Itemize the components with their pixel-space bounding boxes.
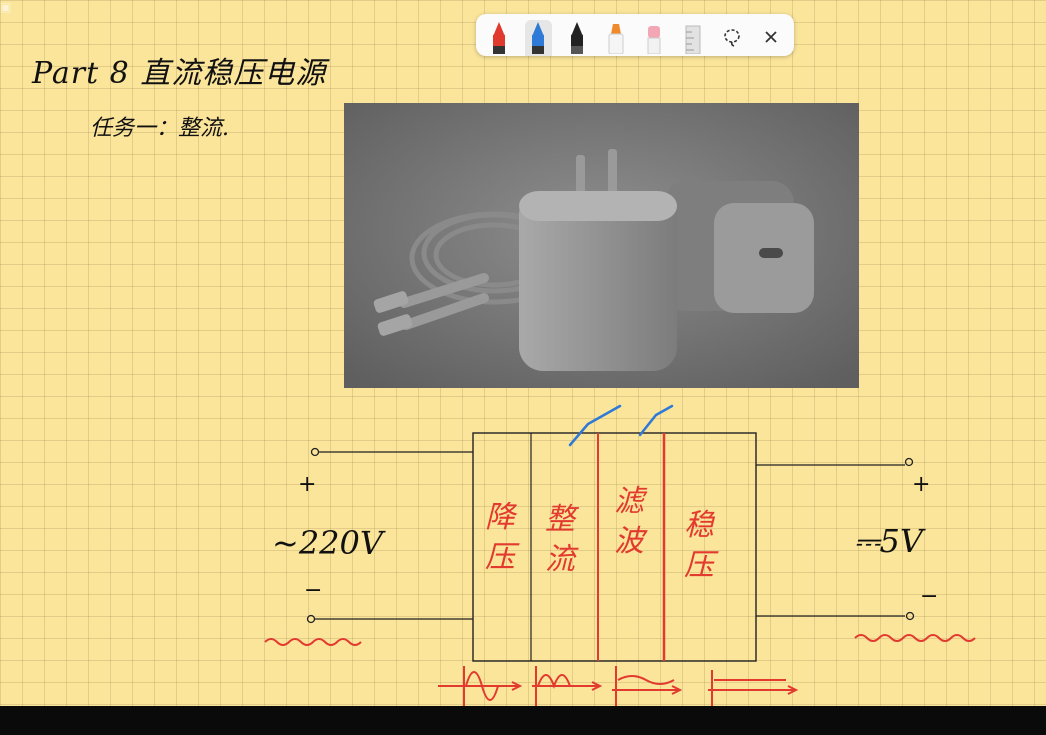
note-title: Part 8 直流稳压电源 (32, 56, 327, 91)
input-voltage-label: ~220V (272, 524, 383, 562)
stage-rectifier-label: 整流 (545, 502, 575, 577)
stage-step-down-label: 降压 (485, 500, 515, 575)
note-subtitle: 任务一：整流. (90, 116, 229, 141)
eraser-tool[interactable] (641, 20, 668, 56)
output-plus-sign: + (912, 472, 931, 497)
output-minus-sign: − (920, 584, 939, 609)
output-voltage-label: ⎓5V (854, 522, 924, 560)
lasso-icon[interactable] (719, 18, 746, 56)
corner-watermark: ▣ (0, 0, 12, 14)
power-supply-diagram: 降压 整流 滤波 稳压 ~220V ⎓5V + − + − (0, 390, 1046, 710)
blue-pen-tool[interactable] (524, 20, 552, 56)
stage-regulator-label: 稳压 (684, 508, 714, 583)
input-plus-sign: + (298, 472, 317, 497)
stage-filter-label: 滤波 (614, 484, 644, 559)
red-pen-tool[interactable] (486, 20, 513, 56)
bottom-bar (0, 706, 1046, 735)
drawing-toolbar (476, 14, 794, 56)
block-box (472, 432, 757, 662)
ruler-tool[interactable] (680, 20, 707, 56)
black-pen-tool[interactable] (564, 20, 591, 56)
close-icon[interactable] (757, 18, 784, 56)
input-minus-sign: − (304, 578, 323, 603)
highlighter-tool[interactable] (602, 20, 629, 56)
charger-photo (344, 103, 859, 388)
